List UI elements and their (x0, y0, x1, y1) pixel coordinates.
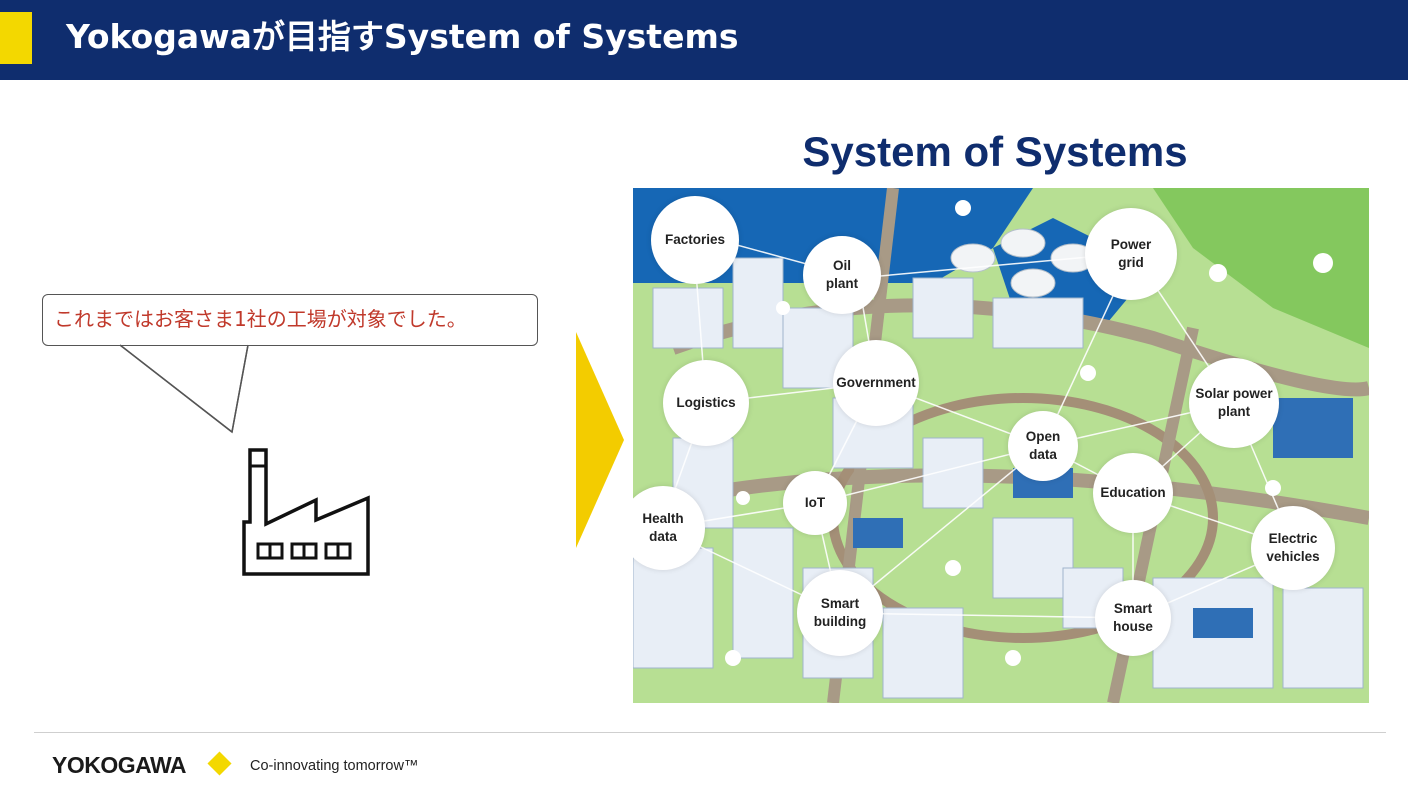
city-network-illustration: Factories Oil plant Power grid Logistics… (633, 188, 1369, 703)
factory-icon (242, 448, 370, 576)
header-accent-block (0, 12, 32, 64)
brand-tagline: Co-innovating tomorrow™ (250, 758, 419, 774)
node-electric-vehicles: Electric vehicles (1251, 506, 1335, 590)
node-oil-plant: Oil plant (803, 236, 881, 314)
footer-divider (34, 732, 1386, 733)
speech-bubble-tail-overlay (119, 344, 249, 433)
node-iot: IoT (783, 471, 847, 535)
node-logistics: Logistics (663, 360, 749, 446)
node-open-data: Open data (1008, 411, 1078, 481)
header-bar: Yokogawaが目指すSystem of Systems (0, 0, 1408, 80)
node-factories: Factories (651, 196, 739, 284)
node-government: Government (833, 340, 919, 426)
node-smart-house: Smart house (1095, 580, 1171, 656)
yellow-arrow-icon (576, 332, 624, 548)
node-smart-building: Smart building (797, 570, 883, 656)
brand-diamond-icon (207, 751, 232, 776)
node-health-data: Health data (633, 486, 705, 570)
slide-title: Yokogawaが目指すSystem of Systems (66, 17, 739, 56)
speech-bubble-text: これまではお客さま1社の工場が対象でした。 (54, 307, 467, 331)
city-background (633, 188, 1369, 703)
brand-logo: YOKOGAWA (52, 752, 187, 778)
node-power-grid: Power grid (1085, 208, 1177, 300)
system-of-systems-title: System of Systems (802, 128, 1188, 175)
node-solar-power-plant: Solar power plant (1189, 358, 1279, 448)
speech-bubble (42, 294, 538, 346)
node-education: Education (1093, 453, 1173, 533)
